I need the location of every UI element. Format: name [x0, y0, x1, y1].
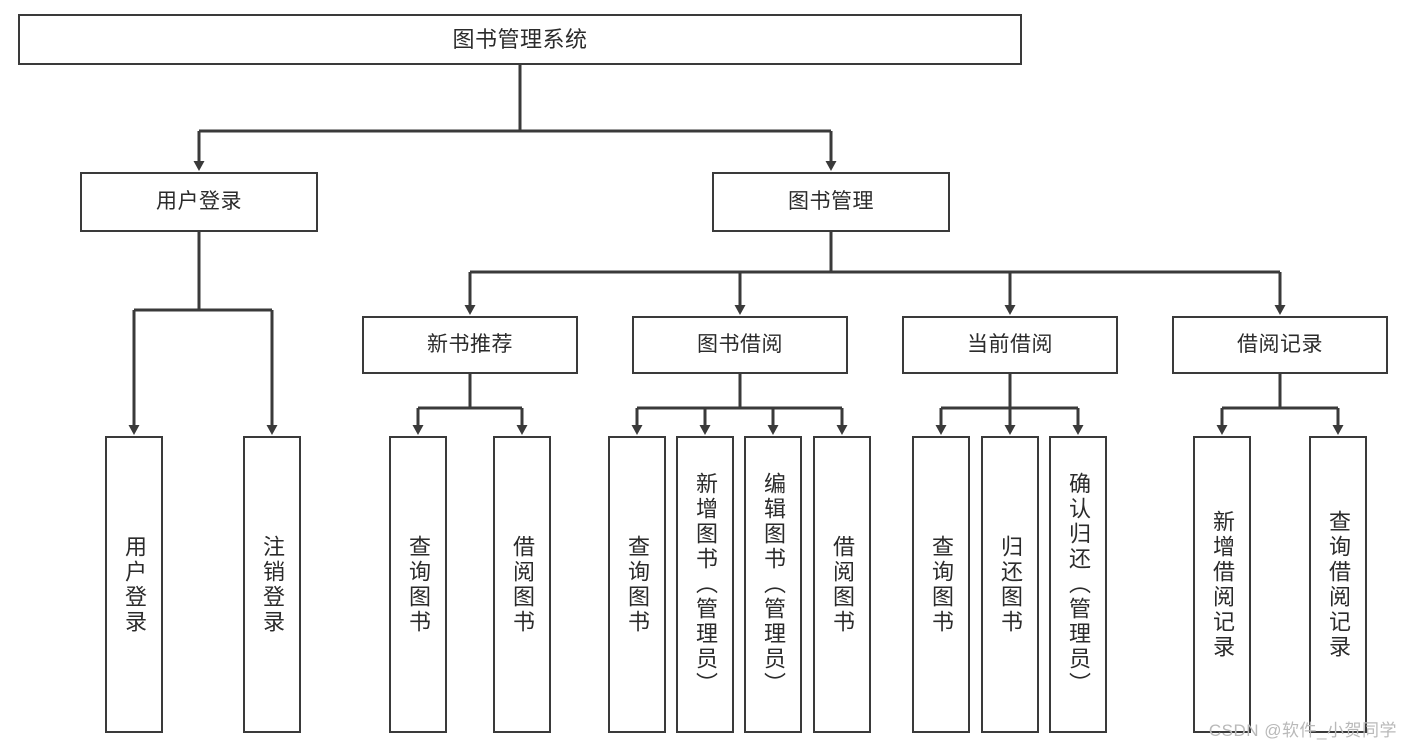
node-book-management-label: 图书管理	[788, 189, 874, 213]
leaf-label: 用户登录	[121, 534, 147, 635]
leaf-current-borrow-confirm[interactable]: 确认归还（管理员）	[1049, 436, 1107, 733]
leaf-book-borrow-lend[interactable]: 借阅图书	[813, 436, 871, 733]
node-user-login-label: 用户登录	[156, 189, 242, 213]
node-book-management[interactable]: 图书管理	[712, 172, 950, 232]
node-new-book-recommend-label: 新书推荐	[427, 332, 513, 356]
leaf-new-book-borrow[interactable]: 借阅图书	[493, 436, 551, 733]
leaf-label: 新增借阅记录	[1209, 509, 1235, 660]
node-current-borrow-label: 当前借阅	[967, 332, 1053, 356]
leaf-label: 借阅图书	[509, 534, 535, 635]
leaf-current-borrow-query[interactable]: 查询图书	[912, 436, 970, 733]
leaf-label: 确认归还（管理员）	[1065, 472, 1091, 697]
node-book-borrow-label: 图书借阅	[697, 332, 783, 356]
node-user-login[interactable]: 用户登录	[80, 172, 318, 232]
leaf-label: 注销登录	[259, 534, 285, 635]
leaf-book-borrow-query[interactable]: 查询图书	[608, 436, 666, 733]
leaf-book-borrow-edit[interactable]: 编辑图书（管理员）	[744, 436, 802, 733]
leaf-borrow-record-query[interactable]: 查询借阅记录	[1309, 436, 1367, 733]
node-current-borrow[interactable]: 当前借阅	[902, 316, 1118, 374]
node-root-label: 图书管理系统	[452, 26, 588, 52]
leaf-label: 新增图书（管理员）	[692, 472, 718, 697]
leaf-label: 查询图书	[405, 534, 431, 635]
node-borrow-record[interactable]: 借阅记录	[1172, 316, 1388, 374]
leaf-borrow-record-add[interactable]: 新增借阅记录	[1193, 436, 1251, 733]
leaf-new-book-query[interactable]: 查询图书	[389, 436, 447, 733]
leaf-user-login-signin[interactable]: 用户登录	[105, 436, 163, 733]
leaf-user-login-signout[interactable]: 注销登录	[243, 436, 301, 733]
leaf-label: 查询图书	[624, 534, 650, 635]
csdn-watermark: CSDN @软件_小贺同学	[1208, 721, 1397, 740]
leaf-label: 归还图书	[997, 534, 1023, 635]
leaf-label: 编辑图书（管理员）	[760, 472, 786, 697]
node-root[interactable]: 图书管理系统	[18, 14, 1022, 65]
node-new-book-recommend[interactable]: 新书推荐	[362, 316, 578, 374]
leaf-current-borrow-return[interactable]: 归还图书	[981, 436, 1039, 733]
leaf-label: 查询借阅记录	[1325, 509, 1351, 660]
leaf-book-borrow-add[interactable]: 新增图书（管理员）	[676, 436, 734, 733]
node-borrow-record-label: 借阅记录	[1237, 332, 1323, 356]
node-book-borrow[interactable]: 图书借阅	[632, 316, 848, 374]
leaf-label: 借阅图书	[829, 534, 855, 635]
leaf-label: 查询图书	[928, 534, 954, 635]
